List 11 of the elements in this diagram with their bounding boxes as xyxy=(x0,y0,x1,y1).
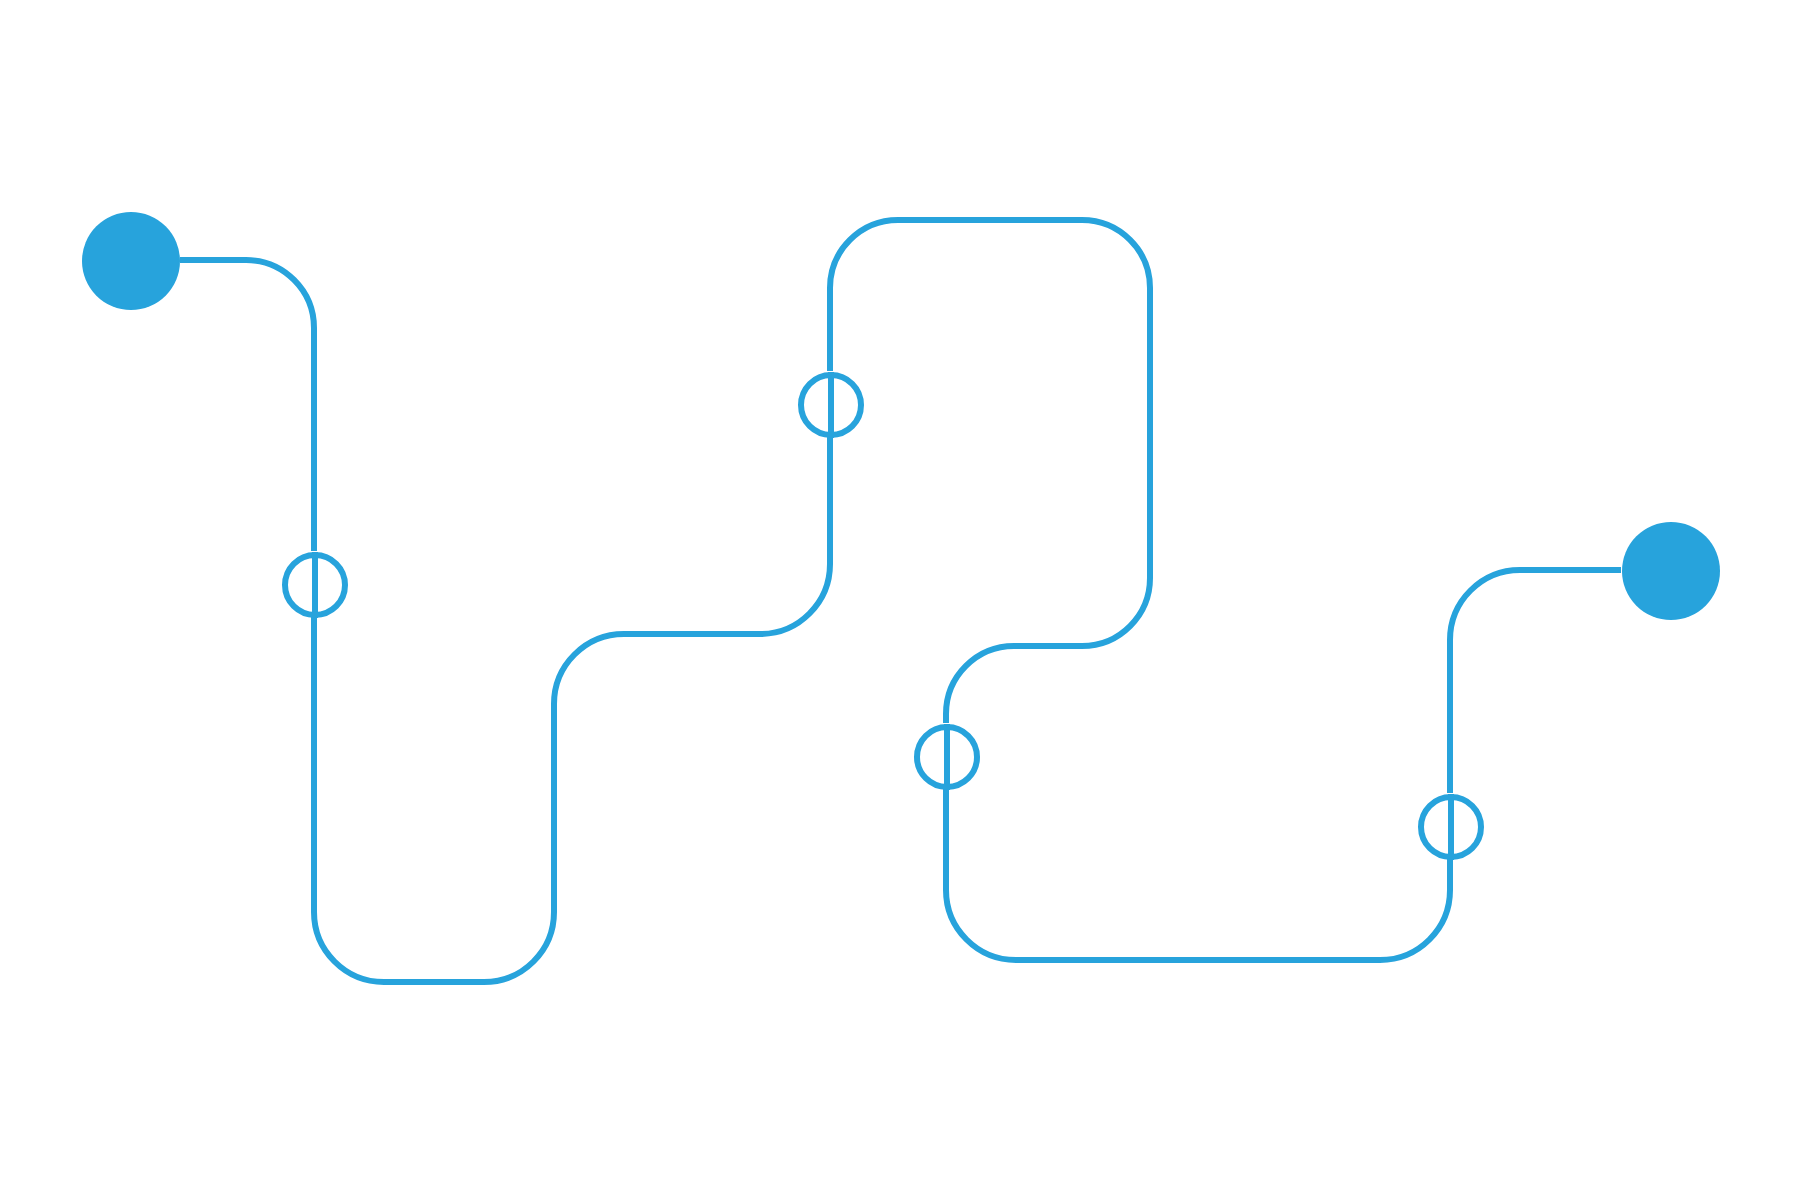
connector-line xyxy=(943,789,1453,963)
connector-line xyxy=(311,437,833,985)
endpoint-dot xyxy=(82,211,180,309)
connector-line xyxy=(827,217,1153,724)
connector-line xyxy=(1447,567,1621,793)
ring-marker xyxy=(1417,793,1483,859)
ring-marker xyxy=(797,371,863,437)
ring-marker xyxy=(913,723,979,789)
ring-marker xyxy=(281,551,347,617)
endpoint-dot xyxy=(1621,521,1719,619)
connector-line xyxy=(180,257,317,551)
